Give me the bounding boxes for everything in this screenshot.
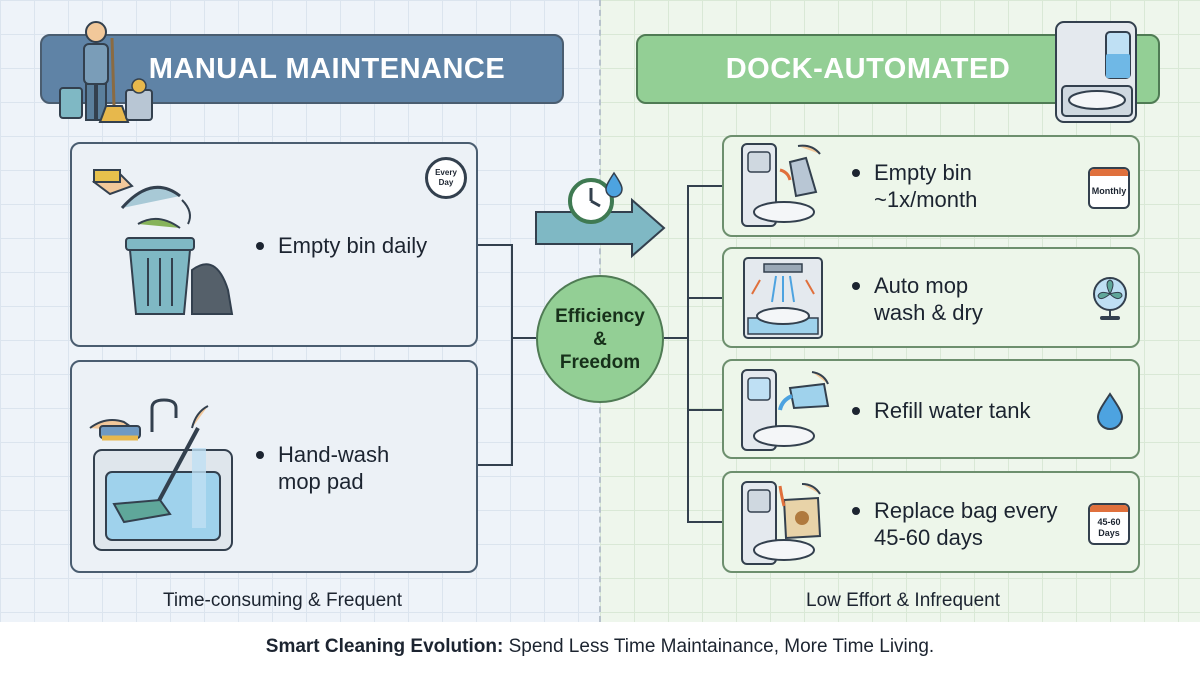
- task-replace-bag: Replace bag every 45-60 days: [852, 497, 1057, 551]
- footer-bold: Smart Cleaning Evolution:: [265, 636, 504, 657]
- days-badge-text: 45-60 Days: [1097, 517, 1121, 538]
- task-empty-bin-daily: Empty bin daily: [256, 232, 427, 259]
- bullet-dot: [852, 282, 860, 290]
- days-calendar-icon: 45-60 Days: [1088, 503, 1130, 545]
- task-text: Auto mop wash & dry: [874, 273, 983, 325]
- task-empty-bin-monthly: Empty bin ~1x/month: [852, 159, 977, 213]
- task-refill-water: Refill water tank: [852, 397, 1031, 424]
- footer-tagline: Smart Cleaning Evolution: Spend Less Tim…: [0, 636, 1200, 658]
- monthly-calendar-icon: Monthly: [1088, 167, 1130, 209]
- mop-wash-dry-icon: [743, 257, 823, 339]
- stopwatch-icon: Every Day: [425, 157, 467, 199]
- efficiency-freedom-hub: Efficiency & Freedom: [536, 275, 664, 403]
- hub-text: Efficiency & Freedom: [555, 305, 645, 373]
- task-text: Hand-wash mop pad: [278, 442, 390, 494]
- clock-icon: [568, 178, 614, 224]
- manual-title: MANUAL MAINTENANCE: [148, 52, 506, 85]
- dock-empty-bin-icon: [741, 143, 821, 227]
- bullet-dot: [852, 169, 860, 177]
- water-drop-icon: [605, 171, 623, 198]
- bullet-dot: [256, 451, 264, 459]
- task-text: Empty bin ~1x/month: [874, 160, 978, 212]
- dock-station-icon: [1055, 21, 1137, 123]
- task-text: Replace bag every 45-60 days: [874, 498, 1058, 550]
- task-text: Empty bin daily: [278, 233, 428, 258]
- manual-caption: Time-consuming & Frequent: [163, 590, 403, 611]
- every-day-badge: Every Day: [435, 168, 457, 187]
- footer-rest: Spend Less Time Maintainance, More Time …: [503, 636, 935, 657]
- task-auto-mop: Auto mop wash & dry: [852, 272, 983, 326]
- automated-title: DOCK-AUTOMATED: [725, 52, 1011, 85]
- task-hand-wash-mop: Hand-wash mop pad: [256, 441, 389, 495]
- dock-replace-bag-icon: [741, 481, 822, 565]
- bullet-dot: [256, 242, 264, 250]
- connector-lines: [478, 185, 722, 523]
- bullet-dot: [852, 407, 860, 415]
- flow-arrow: [535, 197, 666, 259]
- dock-refill-icon: [741, 369, 830, 451]
- fan-icon: [1093, 277, 1127, 320]
- automated-caption: Low Effort & Infrequent: [806, 590, 1000, 611]
- water-drop-icon: [1096, 392, 1124, 430]
- task-text: Refill water tank: [874, 398, 1031, 423]
- monthly-badge-text: Monthly: [1091, 185, 1127, 196]
- bullet-dot: [852, 507, 860, 515]
- trash-can-icon: [91, 169, 234, 315]
- sink-mop-icon: [89, 398, 233, 551]
- janitor-icon: [59, 21, 153, 123]
